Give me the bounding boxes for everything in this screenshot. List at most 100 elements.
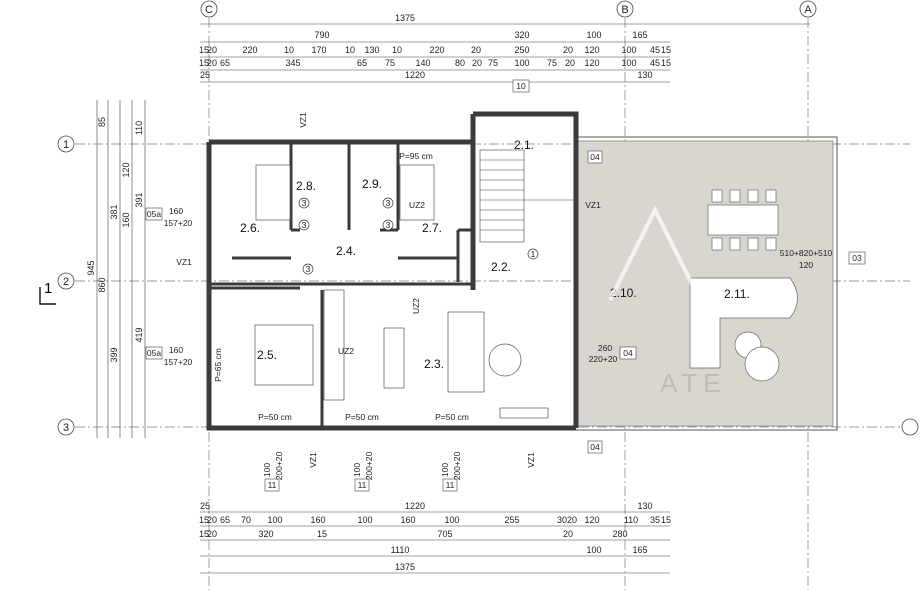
left-dim-120: 120 [121,162,131,177]
watermark-logo [608,205,702,301]
tag-04-2: 04 [623,348,633,358]
room-2-2: 2.2. [491,260,511,274]
axis-label-3: 3 [63,422,69,434]
top-dim-790: 790 [314,30,329,40]
win-size-220: 220+20 [589,354,618,364]
left-dim-381: 381 [109,204,119,219]
win-size-100-3: 100 [440,463,450,477]
win-size-157-2: 157+20 [164,357,193,367]
top-dim-r4-j: 75 [488,58,498,68]
bed-2-5 [254,324,314,386]
vz1-stairs: VZ1 [585,200,601,210]
top-dim-total: 1375 [395,13,415,23]
left-dim-160: 160 [121,212,131,227]
top-dim-r3-d: 10 [284,45,294,55]
bot-dim-r4-c: 165 [632,545,647,555]
kitchen-2-5 [323,289,345,401]
bot-dim-r3-f: 20 [563,529,573,539]
bot-dim-r2-f: 160 [310,515,325,525]
top-dim-r4-p: 45 [650,58,660,68]
tag-05a-1: 05a [147,209,161,219]
win-size-200-3: 200+20 [452,451,462,480]
top-dim-r4-g: 140 [415,58,430,68]
bot-dim-r2-b: 20 [207,515,217,525]
furniture [254,164,549,419]
tag-11-2: 11 [358,480,367,490]
top-dim-r3-a: 15 [199,45,209,55]
vz1-bottom-1: VZ1 [308,452,318,468]
room-2-4: 2.4. [336,244,356,258]
top-dim-r3-f: 10 [345,45,355,55]
watermark-text: ATE [660,368,727,398]
tag-11-1: 11 [268,480,277,490]
uz2-1: UZ2 [409,200,425,210]
top-dim-165: 165 [632,30,647,40]
sill-p65: P=65 cm [213,348,223,382]
left-dim-419: 419 [134,327,144,342]
top-dim-r4-l: 75 [547,58,557,68]
outer-walls [206,111,579,431]
tag-04-1: 04 [590,152,600,162]
bot-dim-r3-c: 320 [258,529,273,539]
axis-label-2: 2 [63,276,69,288]
room-2-6: 2.6. [240,221,260,235]
room-2-7: 2.7. [422,221,442,235]
section-number: 1 [44,280,52,297]
room-2-3: 2.3. [424,357,444,371]
room-2-9: 2.9. [362,177,382,191]
top-dim-r4-b: 20 [207,58,217,68]
bot-dim-r3-a: 15 [199,529,209,539]
vz1-bottom-2: VZ1 [526,452,536,468]
marker-3c: 3 [302,220,307,230]
marker-3b: 3 [386,198,391,208]
bot-dim-r2-g: 100 [357,515,372,525]
room-2-5: 2.5. [257,348,277,362]
top-dim-r3-o: 45 [650,45,660,55]
bot-dim-r3-e: 705 [437,529,452,539]
win-size-157-1: 157+20 [164,218,193,228]
top-dim-r4-i: 20 [472,58,482,68]
table-round [488,343,522,377]
bot-dim-r2-p: 15 [661,515,671,525]
tag-11-3: 11 [446,480,455,490]
bot-dim-r1-c: 130 [637,501,652,511]
bot-dim-r2-k: 30 [557,515,567,525]
terrace-dim-2: 120 [799,260,813,270]
left-dimension-lines [96,100,146,438]
top-dim-r3-p: 15 [661,45,671,55]
top-dim-r3-i: 220 [429,45,444,55]
top-dim-r4-o: 100 [621,58,636,68]
bot-dim-r3-b: 20 [207,529,217,539]
bot-dim-r2-e: 100 [267,515,282,525]
top-dim-r4-n: 120 [584,58,599,68]
uz2-3: UZ2 [411,298,421,314]
win-size-200-2: 200+20 [364,451,374,480]
top-dim-320: 320 [514,30,529,40]
top-dim-r3-n: 100 [621,45,636,55]
marker-3a: 3 [302,198,307,208]
terrace-dim-1: 510+820+510 [780,248,833,258]
bot-dim-r4-a: 1110 [391,545,410,555]
tag-03: 03 [852,253,862,263]
top-dim-r4-a: 15 [199,58,209,68]
bot-dim-r2-o: 35 [650,515,660,525]
bot-dim-r2-i: 100 [444,515,459,525]
axis-label-1: 1 [63,139,69,151]
bed-2-6 [255,164,291,221]
win-size-100-1: 100 [262,463,272,477]
terrace-round-2 [744,346,780,382]
dining-2-3 [383,327,405,389]
axis-label-a: A [804,4,812,16]
vz1-left: VZ1 [176,257,192,267]
top-dim-r3-b: 20 [207,45,217,55]
tag-10: 10 [516,81,526,91]
vz1-top: VZ1 [298,112,308,128]
marker-3d: 3 [386,220,391,230]
bottom-dimension-lines [200,511,670,574]
top-dim-r4-d: 345 [285,58,300,68]
top-dim-r4-c: 65 [220,58,230,68]
interior-walls [209,142,473,428]
top-dim-r3-e: 170 [311,45,326,55]
axis-label-c: C [205,4,213,16]
